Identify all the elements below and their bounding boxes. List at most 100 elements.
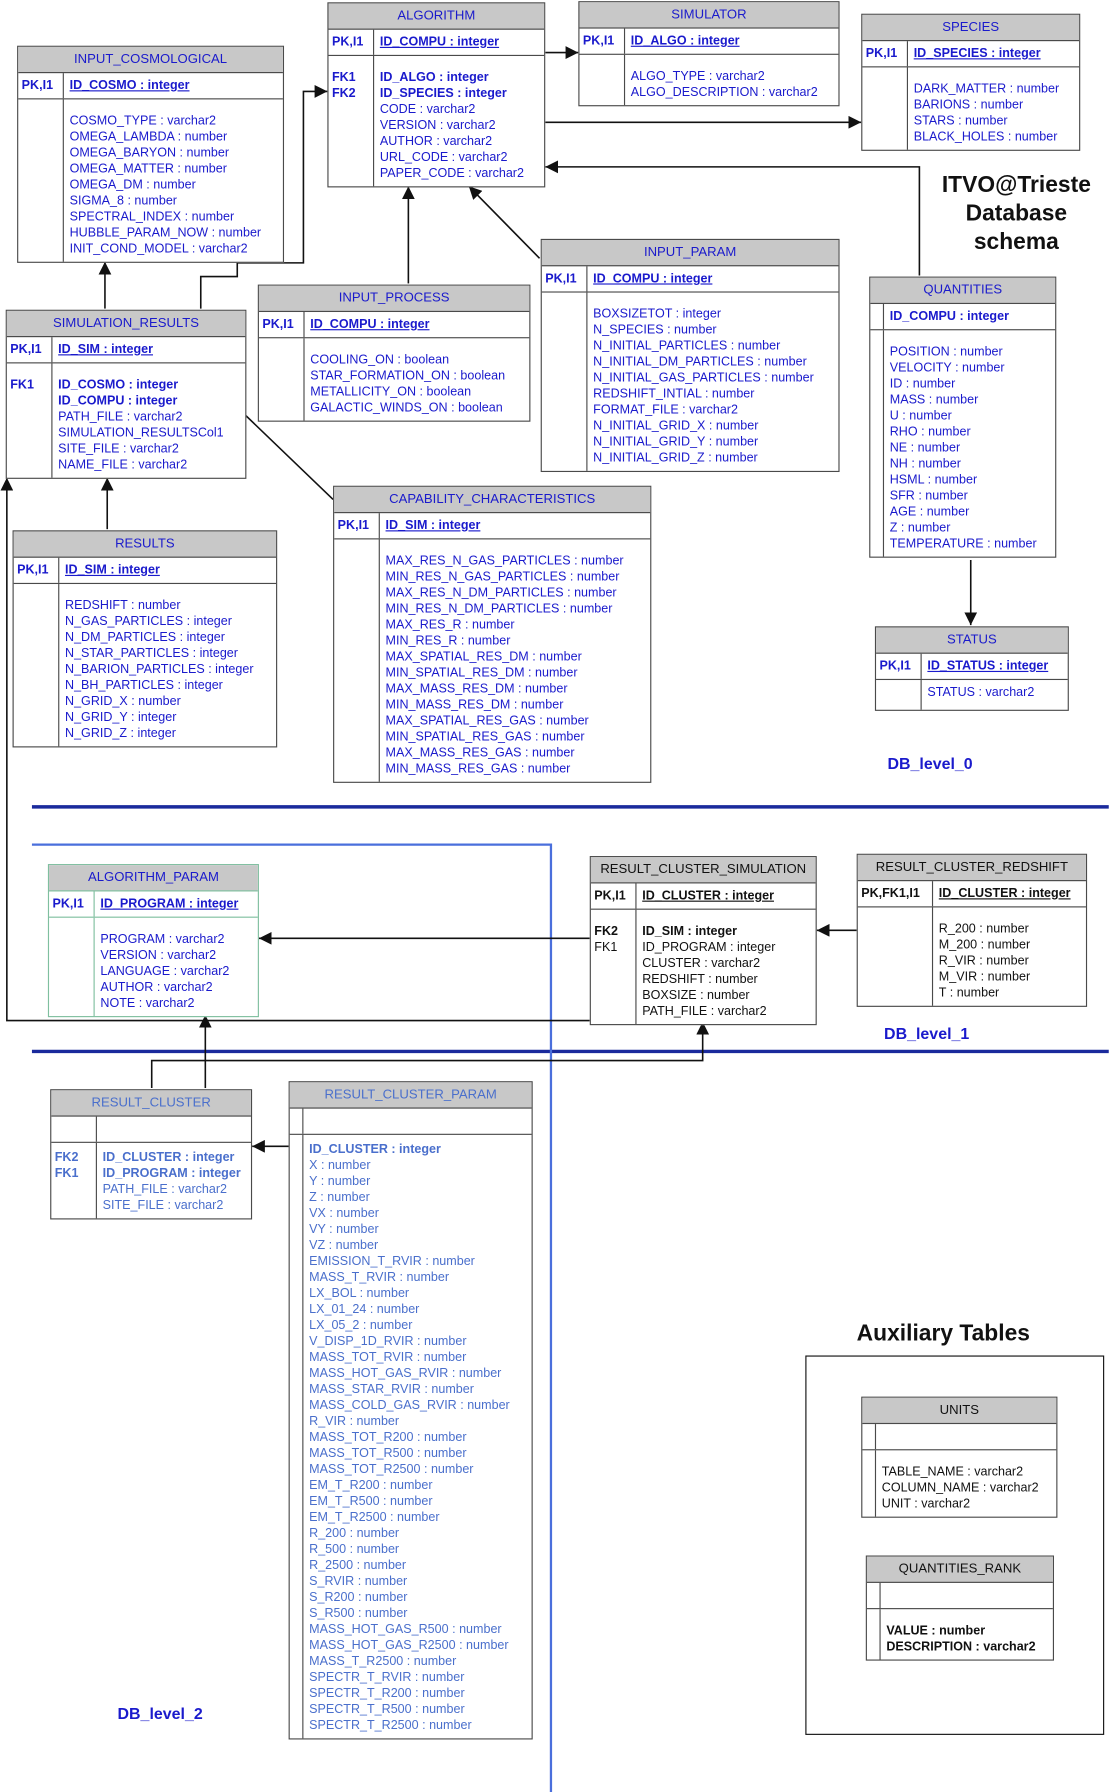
table-name: RESULT_CLUSTER_REDSHIFT [857, 854, 1086, 882]
auxiliary-title: Auxiliary Tables [856, 1321, 1030, 1347]
column-row: HSML : number [889, 473, 978, 487]
column-row: RHO : number [889, 425, 971, 439]
column-row: N_GRID_Z : integer [65, 726, 176, 741]
column-row: S_RVIR : number [309, 1574, 408, 1589]
pk-column: ID_COMPU : integer [889, 309, 1009, 324]
column-row: R_2500 : number [309, 1558, 407, 1573]
column-row: EMISSION_T_RVIR : number [309, 1254, 475, 1269]
auxiliary-box [805, 1355, 1105, 1735]
table-name: SIMULATION_RESULTS [6, 310, 246, 338]
column-row: Z : number [889, 521, 951, 535]
column-row: MIN_RES_N_GAS_PARTICLES : number [385, 570, 620, 585]
column-row: N_DM_PARTICLES : integer [65, 630, 225, 645]
column-row: OMEGA_LAMBDA : number [69, 130, 228, 145]
level-1-label: DB_level_1 [884, 1024, 970, 1043]
column-row: S_R200 : number [309, 1590, 408, 1605]
pk-column: ID_STATUS : integer [927, 659, 1049, 674]
column-row: COOLING_ON : boolean [310, 353, 450, 367]
column-row: MASS_COLD_GAS_RVIR : number [309, 1398, 510, 1413]
column-row: CLUSTER : varchar2 [642, 956, 761, 971]
column-row: URL_CODE : varchar2 [379, 150, 508, 165]
table-result-cluster-param[interactable]: RESULT_CLUSTER_PARAM ID_CLUSTER : intege… [288, 1081, 533, 1740]
column-row: REDSHIFT : number [65, 598, 181, 613]
column-row: R_200 : number [309, 1526, 400, 1541]
column-row: SPECTRAL_INDEX : number [69, 210, 235, 225]
column-row: EM_T_R2500 : number [309, 1510, 440, 1525]
column-row: MAX_MASS_RES_DM : number [385, 682, 568, 697]
column-row: VZ : number [309, 1238, 379, 1253]
column-row: COSMO_TYPE : varchar2 [69, 114, 217, 129]
column-row: MASS_STAR_RVIR : number [309, 1382, 474, 1397]
column-row: OMEGA_MATTER : number [69, 162, 227, 177]
column-row: LANGUAGE : varchar2 [100, 964, 230, 979]
column-row: METALLICITY_ON : boolean [310, 385, 472, 399]
link-inputparam-algorithm [468, 185, 541, 259]
table-name: QUANTITIES_RANK [866, 1556, 1053, 1583]
column-row: N_GRID_X : number [65, 694, 181, 709]
pk-column: ID_SIM : integer [65, 563, 160, 578]
column-row: BOXSIZETOT : integer [593, 307, 722, 322]
column-row: MASS : number [889, 393, 979, 407]
column-row: ALGO_DESCRIPTION : varchar2 [630, 85, 818, 100]
pk-column: ID_SIM : integer [58, 342, 153, 357]
pk-column: ID_PROGRAM : integer [100, 897, 239, 911]
column-row: MASS_TOT_R2500 : number [309, 1462, 474, 1477]
column-row: LX_05_2 : number [309, 1318, 413, 1333]
column-row: N_INITIAL_GRID_Z : number [593, 451, 758, 466]
column-row: MAX_MASS_RES_GAS : number [385, 746, 575, 761]
column-row: N_BARION_PARTICLES : integer [65, 662, 254, 677]
column-row: MAX_RES_R : number [385, 618, 515, 633]
column-row: HUBBLE_PARAM_NOW : number [69, 226, 262, 241]
diagram-title: ITVO@Trieste Database schema [941, 172, 1091, 255]
pk-column: ID_SIM : integer [385, 518, 481, 533]
column-row: BOXSIZE : number [642, 988, 750, 1003]
column-row: OMEGA_BARYON : number [69, 146, 230, 161]
column-row: SIGMA_8 : number [69, 194, 177, 209]
column-row: VERSION : varchar2 [100, 948, 217, 963]
column-row: VX : number [309, 1206, 379, 1221]
column-row: MIN_SPATIAL_RES_DM : number [385, 666, 578, 681]
column-row: PATH_FILE : varchar2 [58, 410, 183, 425]
column-row: MAX_RES_N_GAS_PARTICLES : number [385, 554, 624, 569]
column-row: PATH_FILE : varchar2 [642, 1004, 767, 1019]
column-row: R_VIR : number [938, 954, 1029, 969]
column-row: GALACTIC_WINDS_ON : boolean [310, 401, 503, 415]
column-row: MASS_TOT_R500 : number [309, 1446, 467, 1461]
column-row: R_VIR : number [309, 1414, 400, 1429]
column-row: CODE : varchar2 [379, 102, 476, 117]
column-row: MAX_SPATIAL_RES_DM : number [385, 650, 582, 665]
table-name: RESULTS [13, 531, 277, 558]
column-row: COLUMN_NAME : varchar2 [881, 1481, 1039, 1495]
table-name: CAPABILITY_CHARACTERISTICS [334, 486, 651, 514]
column-row: MASS_HOT_GAS_R500 : number [309, 1622, 502, 1637]
column-row: DESCRIPTION : varchar2 [886, 1640, 1036, 1654]
pk-column: ID_ALGO : integer [630, 34, 740, 49]
column-row: N_GAS_PARTICLES : integer [65, 614, 232, 629]
level-0-label: DB_level_0 [887, 754, 973, 773]
column-row: N_INITIAL_GAS_PARTICLES : number [593, 371, 814, 386]
column-row: N_BH_PARTICLES : integer [65, 678, 223, 693]
column-row: SITE_FILE : varchar2 [102, 1198, 224, 1213]
column-row: PAPER_CODE : varchar2 [379, 166, 524, 181]
column-row: N_STAR_PARTICLES : integer [65, 646, 238, 661]
table-name: ALGORITHM_PARAM [49, 865, 258, 892]
column-row: MASS_T_RVIR : number [309, 1270, 450, 1285]
table-quantities[interactable]: QUANTITIES ID_COMPU : integer POSITION :… [869, 276, 1057, 558]
column-row: M_200 : number [938, 938, 1031, 953]
